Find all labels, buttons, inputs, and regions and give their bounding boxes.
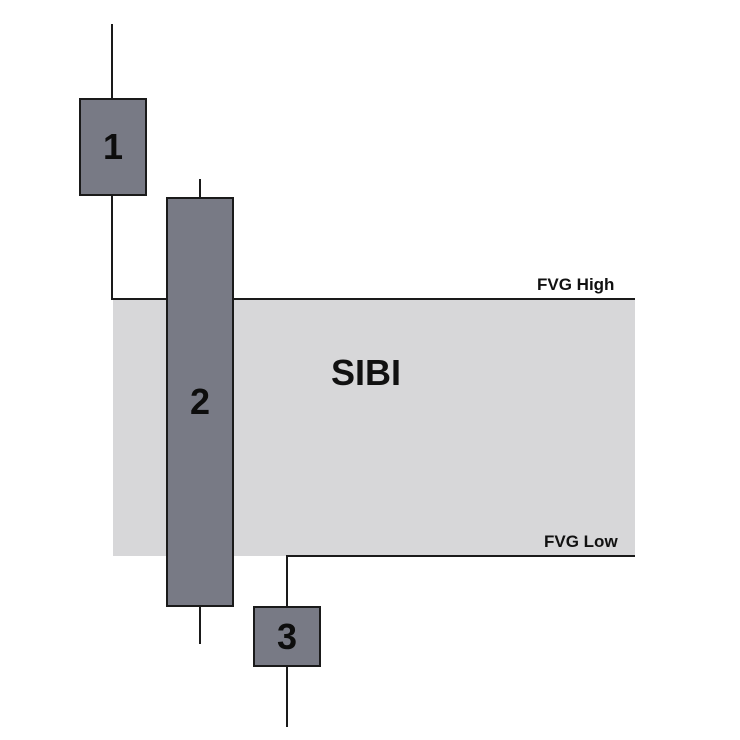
candle-1-label: 1 xyxy=(102,126,124,167)
candle-3-lower-wick xyxy=(286,665,288,727)
candle-2-body: 2 xyxy=(166,197,234,607)
candle-3-upper-wick xyxy=(286,555,288,608)
candle-3-body: 3 xyxy=(253,606,321,667)
fvg-high-label: FVG High xyxy=(537,275,615,294)
candle-1-upper-wick xyxy=(111,24,113,100)
candle-2-label: 2 xyxy=(189,381,211,422)
candle-1-body: 1 xyxy=(79,98,147,196)
fvg-low-label: FVG Low xyxy=(544,532,618,551)
fvg-high-line xyxy=(111,298,635,300)
zone-title: SIBI xyxy=(331,352,402,393)
candle-2-lower-wick xyxy=(199,604,201,644)
candle-2-upper-wick xyxy=(199,179,201,199)
fvg-low-line xyxy=(286,555,635,557)
candle-1-lower-wick xyxy=(111,194,113,300)
candle-3-label: 3 xyxy=(276,615,298,657)
